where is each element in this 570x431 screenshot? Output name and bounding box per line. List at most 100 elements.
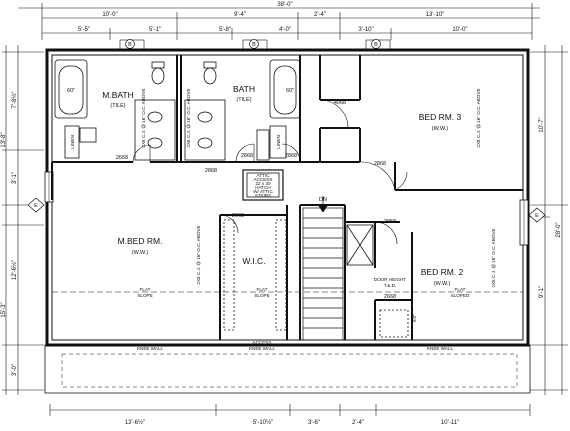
tub-size-label: 60" — [67, 88, 75, 94]
linen-label: LINEN — [70, 135, 75, 149]
staircase — [302, 196, 344, 341]
dim-right-2: 9'-1" — [539, 286, 545, 298]
linen-closet — [64, 125, 80, 159]
door-label: 4068 — [334, 100, 346, 106]
door-swings — [132, 99, 408, 245]
ceiling-joist-note: 2X6 C.J. @ 16" O.C. ABOVE — [186, 88, 191, 147]
dim-top-2: 9'-4" — [234, 12, 246, 18]
slope-note: FLAT — [140, 287, 151, 292]
door-label: 2958 — [384, 219, 396, 225]
room-name-m-bed: M.BED RM. — [118, 236, 163, 246]
vanity — [184, 99, 226, 161]
dim-top-1: 10'-0" — [102, 12, 117, 18]
dim-left-total-2: 15'-3" — [1, 302, 7, 317]
slope-note: SLOPE — [137, 293, 152, 298]
toilet-icon — [151, 67, 165, 85]
dim-bottom-3: 3'-6" — [308, 420, 320, 426]
door-label: 2868 — [285, 153, 297, 159]
dim-left-1: 7'-8½" — [11, 92, 18, 109]
door-height-note: T.&.D. — [384, 283, 397, 288]
hatch-label: ACCESS — [254, 177, 273, 182]
ceiling-joist-note: 2X6 C.J. @ 16" O.C. ABOVE — [141, 88, 146, 147]
room-finish-bed2: (W.W.) — [434, 281, 451, 287]
ceiling-notes: 2X6 C.J. @ 16" O.C. ABOVE 2X6 C.J. @ 16"… — [141, 88, 496, 287]
dim-bottom-2: 5'-10½" — [253, 419, 273, 426]
attic-hatch — [242, 169, 284, 201]
door-label: 2868 — [374, 161, 386, 167]
dim-right-total: 28'-0" — [556, 222, 562, 237]
section-marker: E — [27, 197, 45, 213]
hatch-label: ATTIC — [257, 173, 271, 178]
sink-icon — [197, 111, 213, 123]
svg-text:E: E — [535, 213, 539, 219]
interior-walls — [51, 55, 523, 340]
vanity — [134, 99, 176, 161]
svg-text:B: B — [374, 42, 378, 48]
room-name-bed2: BED RM. 2 — [421, 267, 464, 277]
dim-right-1: 10'-7" — [539, 117, 545, 132]
dim-top2-6: 10'-0" — [452, 27, 467, 33]
svg-text:B: B — [128, 42, 132, 48]
door-label: 2868 — [205, 168, 217, 174]
door-label: 2868 — [241, 153, 253, 159]
sink-icon — [147, 137, 163, 149]
slope-note: FLAT — [455, 287, 466, 292]
knee-wall-label: KNEE WALL — [427, 346, 454, 351]
dim-left-4: 3'-0" — [12, 364, 18, 376]
dim-left-3: 12'-6½" — [11, 260, 18, 280]
svg-text:E: E — [34, 203, 38, 209]
room-finish-m-bath: (TILE) — [110, 103, 125, 109]
room-name-wic: W.I.C. — [242, 256, 265, 266]
dim-bottom-4: 2'-4" — [352, 420, 364, 426]
fixtures — [54, 59, 409, 338]
section-marker: B — [365, 39, 391, 50]
room-finish-bath: (TILE) — [236, 97, 251, 103]
dim-top2-5: 3'-10" — [358, 27, 373, 33]
clearance-label: 6'0" — [412, 314, 417, 322]
dim-bottom-1: 13'-6½" — [125, 419, 145, 426]
access-label: ACCESS — [253, 340, 272, 345]
hatch-label: STAIRS — [255, 193, 271, 198]
room-finish-bed3: (W.W.) — [432, 126, 449, 132]
ceiling-joist-note: 2X8 C.J. @ 16" O.C. ABOVE — [491, 228, 496, 287]
section-marker: B — [119, 39, 145, 50]
door-label: 2668 — [384, 294, 396, 300]
toilet-icon — [203, 67, 217, 85]
room-labels: M.BATH (TILE) BATH (TILE) BED RM. 3 (W.W… — [102, 84, 463, 287]
dim-top-4: 13'-10" — [426, 12, 445, 18]
bathtub-icon — [269, 59, 301, 119]
dim-top2-2: 5'-1" — [149, 27, 161, 33]
hatch-label: HATCH — [255, 185, 270, 190]
door-height-note: DOOR HEIGHT — [374, 277, 407, 282]
sink-icon — [147, 111, 163, 123]
hatch-label: 22 x 30 — [255, 181, 271, 186]
slope-note: SLOPE — [254, 293, 269, 298]
section-markers: B B B E E — [27, 39, 546, 223]
tub-size-label: 60" — [286, 88, 294, 94]
room-name-bed3: BED RM. 3 — [419, 112, 462, 122]
ceiling-joist-note: 2X8 C.J. @ 16" O.C. ABOVE — [476, 88, 481, 147]
dim-bottom-5: 10'-11" — [441, 420, 459, 426]
linen-label: LINEN — [276, 135, 281, 149]
linen-closet — [269, 125, 287, 159]
room-name-bath: BATH — [233, 84, 255, 94]
ceiling-joist-note: 2X8 C.J. @ 16" O.C. ABOVE — [196, 225, 201, 284]
bathtub-icon — [54, 59, 88, 119]
dim-top2-3: 5'-8" — [219, 27, 231, 33]
dim-top-3: 2'-4" — [314, 12, 326, 18]
hatch-label: W/ ATTIC — [253, 189, 273, 194]
slope-note: FLAT — [257, 287, 268, 292]
small-labels: 60" 60" LINEN LINEN 2668 2868 2868 2868 … — [67, 88, 470, 351]
knee-wall-label: KNEE WALL — [137, 346, 164, 351]
section-marker: B — [242, 39, 268, 50]
svg-text:B: B — [252, 42, 256, 48]
dim-top-total: 38'-0" — [277, 2, 292, 8]
room-finish-m-bed: (W.W.) — [132, 250, 149, 256]
dim-top2-4: 4'-0" — [279, 27, 291, 33]
door-label: 2668 — [116, 155, 128, 161]
slope-note: SLOPED — [451, 293, 470, 298]
section-marker: E — [528, 207, 546, 223]
dim-left-2: 3'-1" — [12, 172, 18, 184]
stair-direction-label: DN — [319, 197, 327, 203]
